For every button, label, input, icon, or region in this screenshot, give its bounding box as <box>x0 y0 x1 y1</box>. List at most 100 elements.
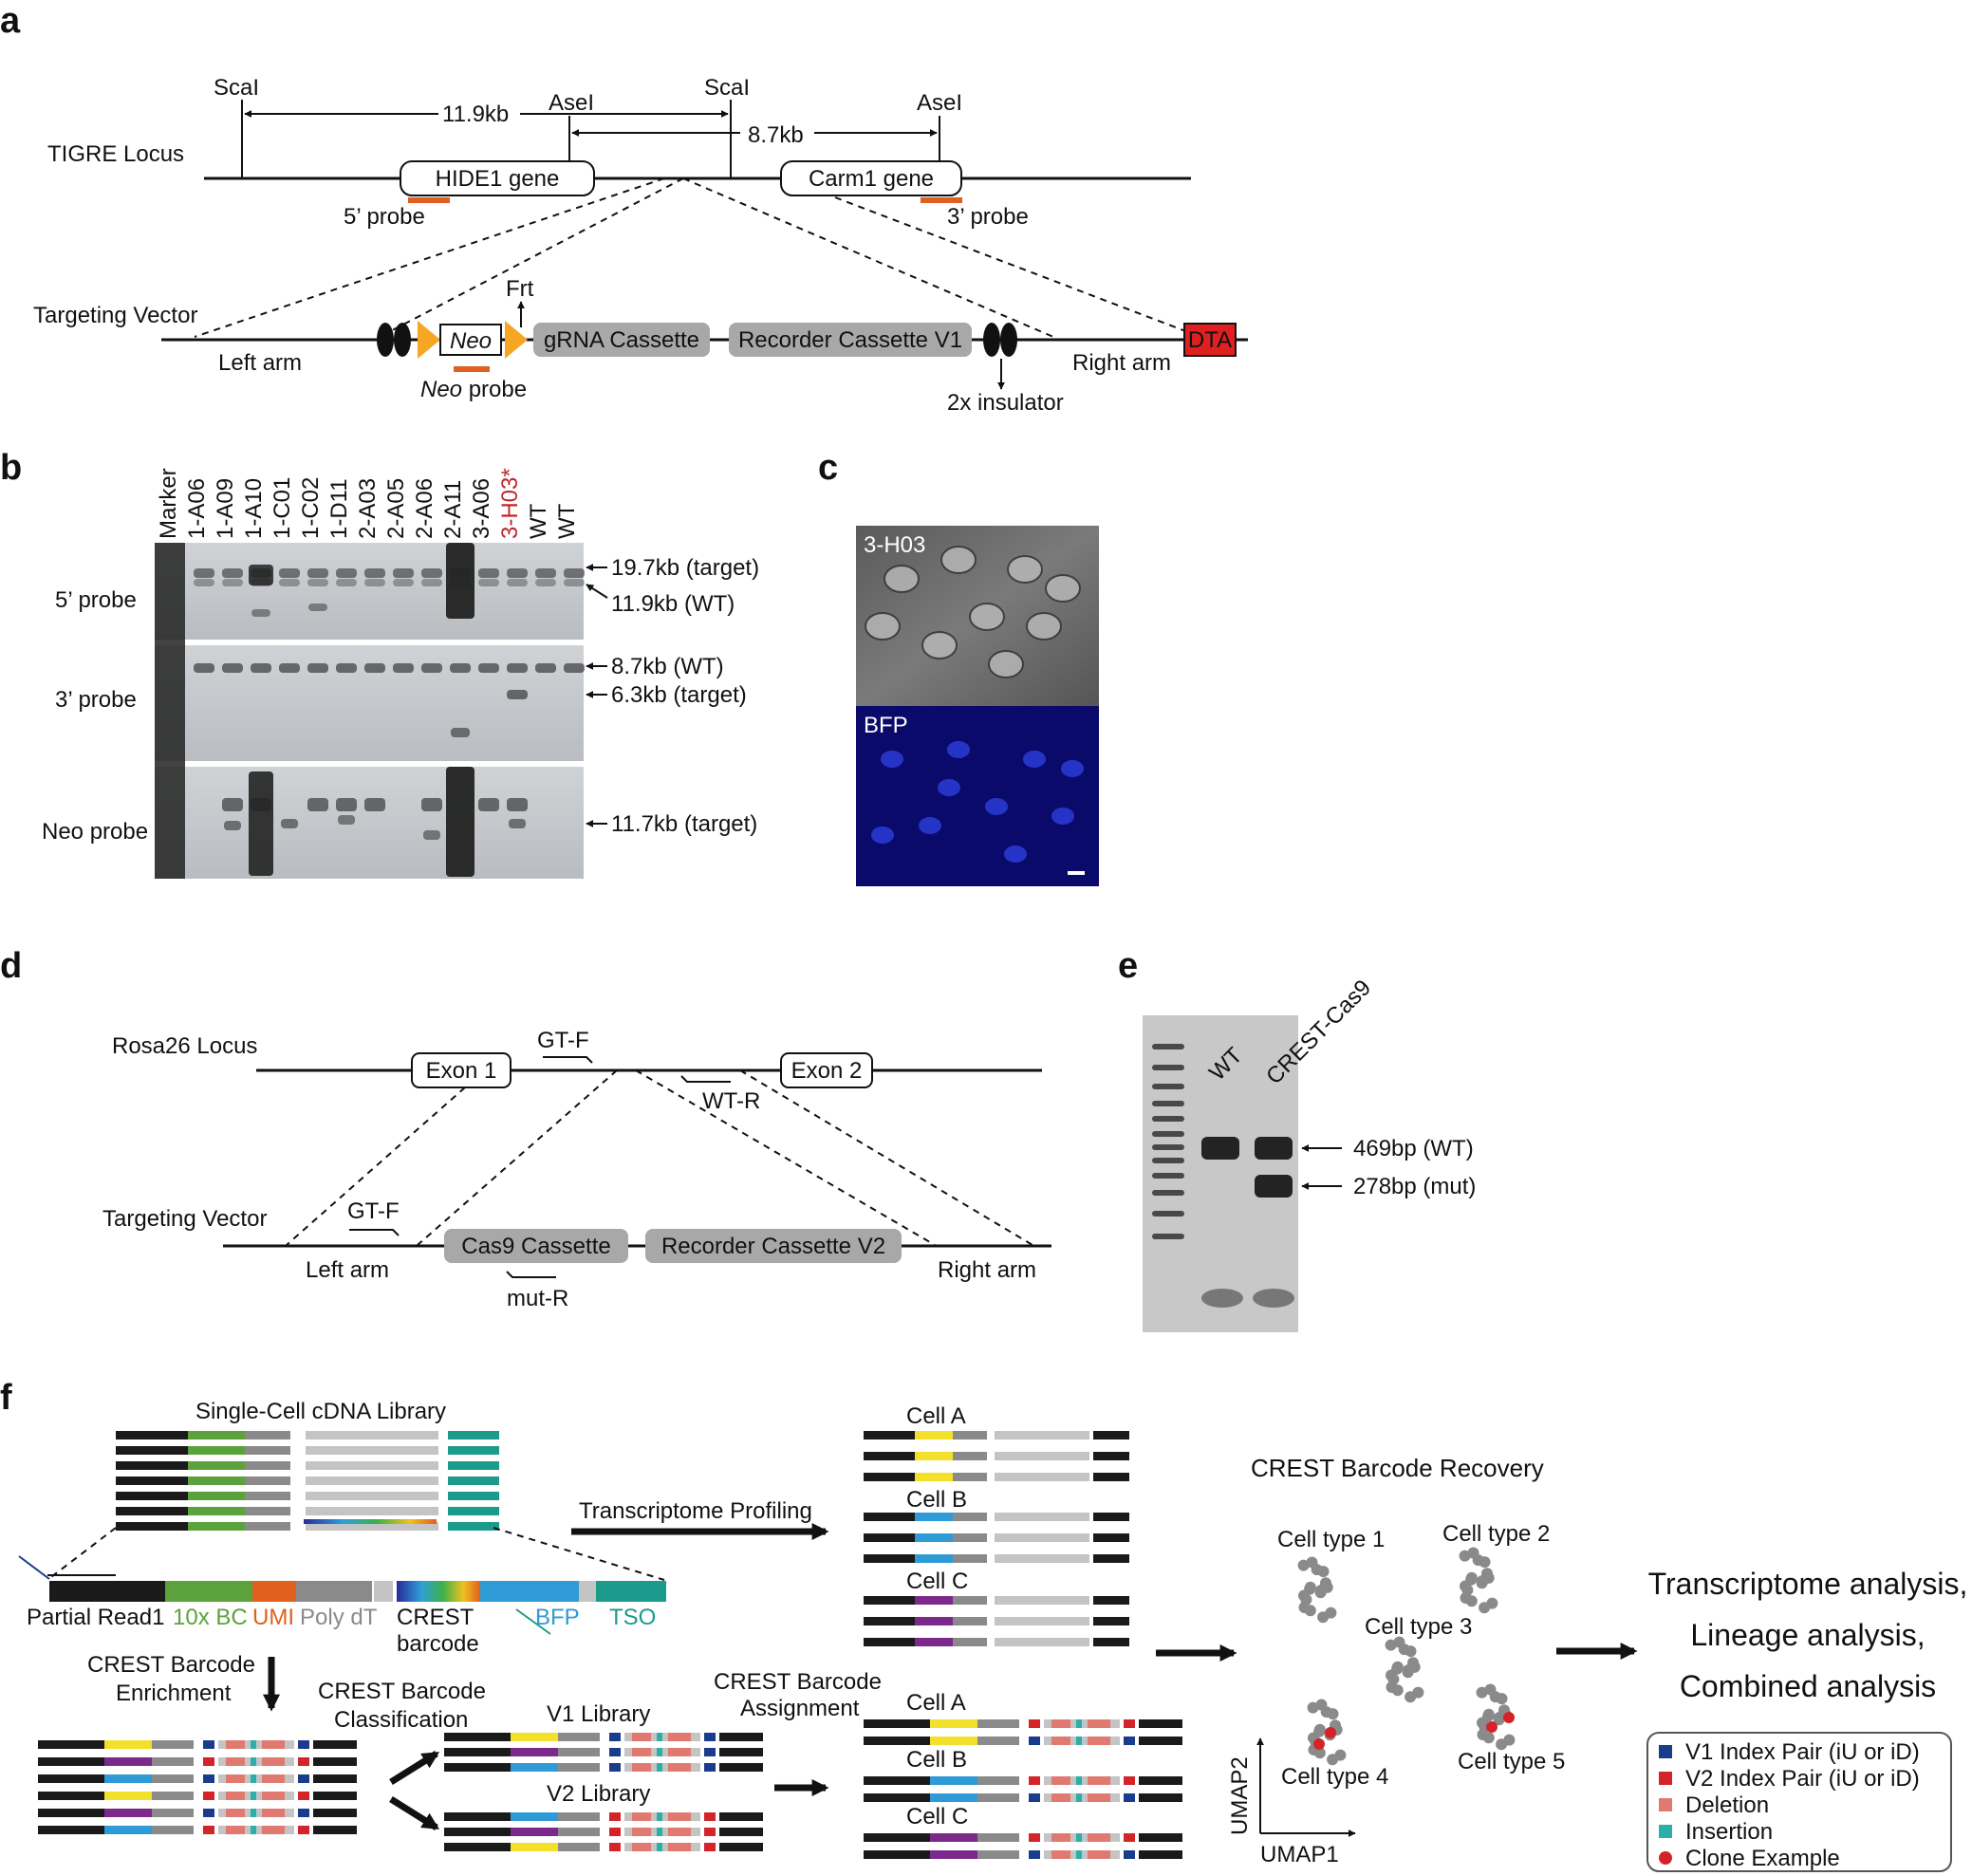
read-segment <box>995 1638 1089 1646</box>
blot-band <box>421 798 442 811</box>
blot-5-probe <box>155 543 584 640</box>
read-segment <box>1093 1554 1129 1563</box>
read-segment <box>448 1477 499 1485</box>
read-segment <box>1139 1850 1182 1859</box>
dash-a-3 <box>682 177 1054 338</box>
read-segment <box>995 1473 1089 1481</box>
blot-band <box>307 568 328 578</box>
lane-label: 1-A06 <box>184 478 210 539</box>
read-segment <box>558 1812 600 1821</box>
umap-point <box>1327 1708 1339 1720</box>
deletion-mark <box>226 1792 245 1800</box>
index-mark <box>1124 1850 1135 1859</box>
index-mark <box>1029 1850 1040 1859</box>
carm1-gene-label: Carm1 gene <box>809 166 934 192</box>
index-mark <box>298 1792 309 1800</box>
read-segment <box>719 1748 763 1756</box>
grna-cassette-box <box>533 323 710 357</box>
read-segment <box>864 1533 915 1542</box>
bfp-image <box>856 706 1099 886</box>
read-segment <box>444 1748 511 1756</box>
read-segment <box>306 1431 438 1440</box>
ladder-band <box>1152 1101 1184 1106</box>
nucleus <box>1004 845 1027 863</box>
umap-point <box>1477 1729 1489 1740</box>
dta-label: DTA <box>1188 327 1232 353</box>
nucleus <box>871 827 894 844</box>
read-segment <box>977 1776 1019 1785</box>
insulator-label: 2x insulator <box>947 390 1064 416</box>
read-segment <box>374 1581 393 1602</box>
read-segment <box>864 1850 930 1859</box>
deletion-mark <box>632 1763 651 1772</box>
read-segment <box>864 1617 915 1625</box>
read-segment <box>864 1638 915 1646</box>
legend-v1: V1 Index Pair (iU or iD) <box>1685 1739 1920 1765</box>
transcriptome-profiling-label: Transcriptome Profiling <box>579 1498 812 1524</box>
colony <box>969 603 1005 631</box>
index-mark <box>704 1812 716 1821</box>
deletion-mark <box>1051 1850 1070 1859</box>
lane-label: 1-A10 <box>241 478 267 539</box>
umap-clone-point <box>1486 1721 1498 1733</box>
panel-label-b: b <box>0 448 22 488</box>
read-segment <box>953 1513 987 1521</box>
read-segment <box>915 1513 953 1521</box>
read-segment <box>252 1581 296 1602</box>
gtf-top-label: GT-F <box>537 1028 589 1053</box>
read-segment <box>719 1812 763 1821</box>
cell-b-lower-label: Cell B <box>906 1747 967 1773</box>
image-label-bfp: BFP <box>864 713 908 738</box>
read-segment <box>558 1748 600 1756</box>
read-segment <box>1093 1617 1129 1625</box>
read-segment <box>864 1431 915 1440</box>
wtr-label: WT-R <box>702 1088 760 1114</box>
exon-2-box <box>780 1052 873 1088</box>
read-segment <box>558 1828 600 1836</box>
blot-band <box>194 568 214 578</box>
umap-point <box>1313 1723 1326 1736</box>
read-segment <box>953 1638 987 1646</box>
read-segment <box>38 1740 104 1749</box>
umap-point <box>1317 1611 1330 1624</box>
umap-point <box>1321 1581 1333 1593</box>
blot-band <box>507 798 528 811</box>
deletion-mark <box>632 1748 651 1756</box>
classification-arrow-v1 <box>389 1751 440 1785</box>
umap1-label: UMAP1 <box>1260 1842 1339 1867</box>
read-segment <box>306 1461 438 1470</box>
cell-type-3-label: Cell type 3 <box>1365 1614 1472 1640</box>
umap-point <box>1460 1592 1472 1604</box>
deletion-mark <box>632 1843 651 1851</box>
frt-triangle-1 <box>418 321 440 359</box>
read-segment <box>152 1809 194 1817</box>
read-segment <box>38 1757 104 1766</box>
blot-band <box>393 663 414 673</box>
read-segment <box>864 1793 930 1802</box>
read-segment <box>558 1733 600 1741</box>
read-segment <box>511 1763 558 1772</box>
gel-band-cas9-lane-469 <box>1255 1137 1293 1160</box>
ladder-band <box>1152 1084 1184 1089</box>
insertion-mark <box>251 1792 256 1800</box>
blot-band <box>336 579 357 586</box>
read-segment <box>104 1740 152 1749</box>
read-segment <box>930 1776 977 1785</box>
read-segment <box>719 1828 763 1836</box>
blot-band <box>307 798 328 811</box>
read-segment <box>306 1492 438 1500</box>
read-segment <box>188 1492 245 1500</box>
scal-label-2: ScaI <box>704 75 750 101</box>
insertion-mark <box>1076 1833 1082 1842</box>
blot-band <box>222 568 243 578</box>
read-segment <box>511 1733 558 1741</box>
insertion-mark <box>1076 1776 1082 1785</box>
index-mark <box>704 1828 716 1836</box>
dash-a-4 <box>834 196 1201 338</box>
blot-band <box>507 579 528 586</box>
blot-band <box>450 663 471 673</box>
umap-point <box>1482 1708 1495 1720</box>
lane-label: 1-A09 <box>213 478 238 539</box>
colony <box>940 546 977 574</box>
read-segment <box>152 1774 194 1783</box>
